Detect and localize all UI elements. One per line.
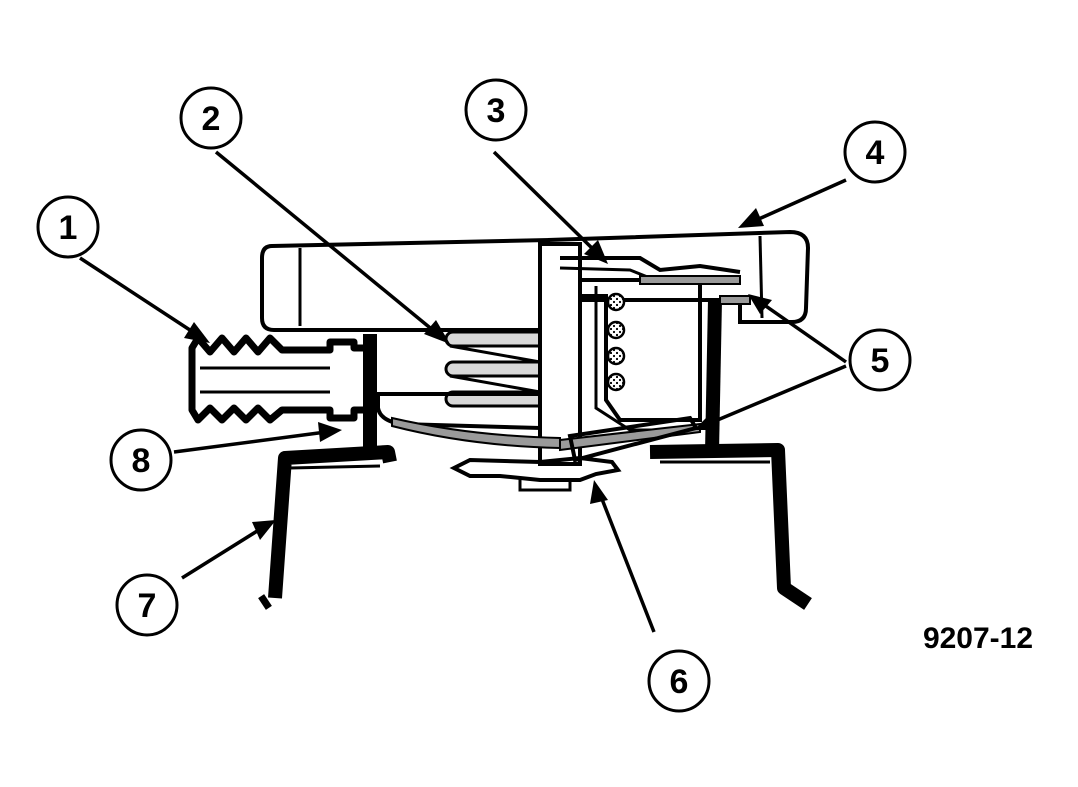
main-spring [444, 330, 548, 408]
callout-number: 3 [487, 92, 506, 130]
callout-number: 2 [202, 100, 221, 138]
callout-7: 7 [115, 573, 179, 637]
callout-1: 1 [36, 195, 100, 259]
callout-number: 1 [59, 209, 78, 247]
callout-6: 6 [647, 649, 711, 713]
callout-number: 5 [871, 342, 890, 380]
figure-id: 9207-12 [923, 622, 1033, 655]
callout-4: 4 [843, 120, 907, 184]
callout-number: 7 [138, 587, 157, 625]
callout-2: 2 [179, 86, 243, 150]
callout-number: 4 [866, 134, 885, 172]
callout-3: 3 [464, 78, 528, 142]
upper-seals [559, 256, 751, 305]
callout-number: 8 [132, 442, 151, 480]
vent-valve [449, 455, 622, 492]
callout-5: 5 [848, 328, 912, 392]
callout-number: 6 [670, 663, 689, 701]
leader-lines [79, 150, 848, 633]
overflow-tube [188, 334, 374, 424]
pressure-plate [376, 392, 701, 463]
callout-8: 8 [109, 428, 173, 492]
